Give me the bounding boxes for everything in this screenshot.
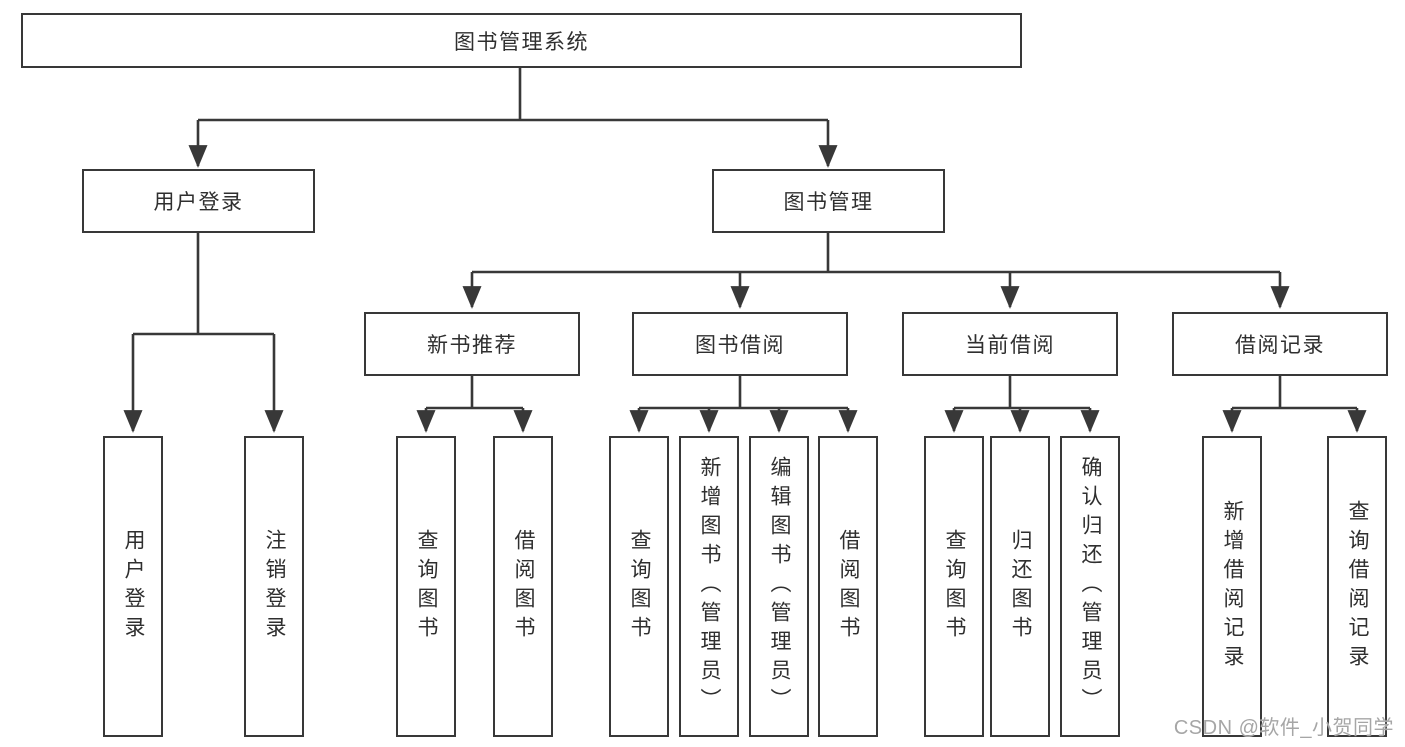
node-book-management: 图书管理	[712, 169, 945, 233]
leaf-confirm-return-admin: 确认归还（管理员）	[1060, 436, 1120, 737]
leaf-confirm-return-admin-label: 确认归还（管理员）	[1079, 456, 1103, 717]
leaf-add-book-admin-label: 新增图书（管理员）	[698, 456, 722, 717]
leaf-borrow-books-1: 借阅图书	[493, 436, 553, 737]
leaf-add-borrow-record: 新增借阅记录	[1202, 436, 1262, 737]
node-library-system-root: 图书管理系统	[21, 13, 1022, 68]
leaf-logout: 注销登录	[244, 436, 304, 737]
leaf-query-books-1: 查询图书	[396, 436, 456, 737]
leaf-add-book-admin: 新增图书（管理员）	[679, 436, 739, 737]
leaf-logout-label: 注销登录	[263, 528, 287, 645]
leaf-query-borrow-record-label: 查询借阅记录	[1346, 499, 1370, 674]
leaf-borrow-books-2: 借阅图书	[818, 436, 878, 737]
leaf-user-login-label: 用户登录	[122, 528, 146, 645]
leaf-query-books-1-label: 查询图书	[415, 528, 439, 645]
node-user-login: 用户登录	[82, 169, 315, 233]
leaf-edit-book-admin: 编辑图书（管理员）	[749, 436, 809, 737]
node-current-borrow: 当前借阅	[902, 312, 1118, 376]
leaf-return-book: 归还图书	[990, 436, 1050, 737]
node-new-book-recommend: 新书推荐	[364, 312, 580, 376]
node-book-borrow: 图书借阅	[632, 312, 848, 376]
leaf-user-login: 用户登录	[103, 436, 163, 737]
leaf-query-books-2-label: 查询图书	[628, 528, 652, 645]
leaf-query-books-3-label: 查询图书	[943, 528, 967, 645]
node-borrow-records: 借阅记录	[1172, 312, 1388, 376]
leaf-borrow-books-2-label: 借阅图书	[837, 528, 861, 645]
csdn-watermark: CSDN @软件_小贺同学	[1173, 717, 1394, 739]
leaf-query-books-3: 查询图书	[924, 436, 984, 737]
connector-rails	[133, 67, 1357, 410]
leaf-borrow-books-1-label: 借阅图书	[512, 528, 536, 645]
leaf-query-books-2: 查询图书	[609, 436, 669, 737]
leaf-edit-book-admin-label: 编辑图书（管理员）	[768, 456, 792, 717]
leaf-query-borrow-record: 查询借阅记录	[1327, 436, 1387, 737]
leaf-return-book-label: 归还图书	[1009, 528, 1033, 645]
leaf-add-borrow-record-label: 新增借阅记录	[1221, 499, 1245, 674]
